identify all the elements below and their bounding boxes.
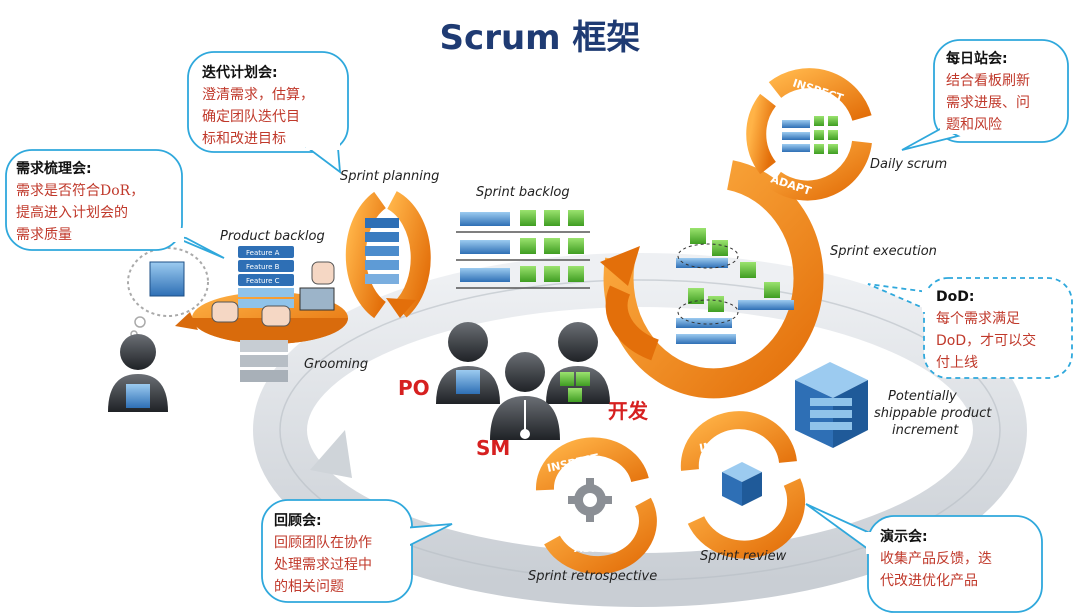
grooming-label: Grooming	[304, 357, 368, 372]
sprint-planning-callout-body: 澄清需求，估算， 确定团队迭代目 标和改进目标	[202, 87, 314, 147]
daily-scrum-label: Daily scrum	[870, 157, 947, 172]
callout-shapes	[5, 39, 1073, 613]
dod-callout-heading: DoD:	[936, 289, 975, 305]
sprint-review-label: Sprint review	[700, 549, 787, 564]
po-person-icon	[448, 322, 488, 362]
dev-person-icon	[558, 322, 598, 362]
grooming-callout: 需求梳理会: 需求是否符合DoR， 提高进入计划会的 需求质量	[16, 158, 182, 246]
dod-callout: DoD: 每个需求满足 DoD，才可以交 付上线	[936, 286, 1068, 374]
daily-scrum-callout-body: 结合看板刷新 需求进展、问 题和风险	[946, 73, 1030, 133]
sprint-planning-callout: 迭代计划会: 澄清需求，估算， 确定团队迭代目 标和改进目标	[202, 62, 344, 150]
product-backlog-label: Product backlog	[220, 229, 325, 244]
grooming-callout-body: 需求是否符合DoR， 提高进入计划会的 需求质量	[16, 183, 145, 243]
sprint-backlog-grid	[456, 210, 590, 289]
sprint-planning-icon	[345, 191, 431, 319]
dev-role-label: 开发	[608, 399, 649, 423]
retrospective-callout-heading: 回顾会:	[274, 513, 322, 529]
grooming-callout-heading: 需求梳理会:	[16, 161, 92, 177]
daily-scrum-callout-heading: 每日站会:	[946, 51, 1008, 67]
sprint-retrospective-cycle: INSPECT ADAPT	[535, 437, 657, 575]
daily-scrum-callout: 每日站会: 结合看板刷新 需求进展、问 题和风险	[946, 48, 1064, 136]
retro-adapt-tag: ADAPT	[574, 542, 616, 555]
retrospective-callout: 回顾会: 回顾团队在协作 处理需求过程中 的相关问题	[274, 510, 410, 598]
ring-arrow-icon	[310, 430, 352, 478]
sm-role-label: SM	[476, 436, 510, 460]
review-callout-heading: 演示会:	[880, 529, 928, 545]
increment-label-line-2: shippable product	[874, 406, 992, 421]
sprint-backlog-label: Sprint backlog	[476, 185, 570, 200]
increment-label-line-1: Potentially	[888, 389, 957, 404]
sm-person-icon	[505, 352, 545, 392]
increment-label-line-3: increment	[892, 423, 959, 438]
page-title: Scrum 框架	[439, 18, 641, 58]
feature-c-label: Feature C	[246, 277, 280, 285]
thought-bubble	[127, 247, 209, 338]
review-callout-body: 收集产品反馈，迭 代改进优化产品	[880, 551, 992, 589]
feature-b-label: Feature B	[246, 263, 280, 271]
customer-person-icon	[108, 334, 168, 412]
po-role-label: PO	[398, 376, 430, 400]
sprint-execution-label: Sprint execution	[830, 244, 937, 259]
daily-scrum-cycle: INSPECT ADAPT	[746, 68, 872, 201]
sprint-cycle-ring	[253, 253, 1027, 607]
product-backlog-stack: Feature A Feature B Feature C	[211, 246, 335, 327]
sprint-review-cycle: INSPECT ADAPT	[680, 411, 806, 559]
sprint-execution-cycle	[600, 160, 824, 399]
retrospective-callout-body: 回顾团队在协作 处理需求过程中 的相关问题	[274, 535, 372, 595]
team-people	[436, 322, 610, 440]
review-callout: 演示会: 收集产品反馈，迭 代改进优化产品	[880, 526, 1040, 592]
sprint-retrospective-label: Sprint retrospective	[528, 569, 657, 584]
sprint-planning-label: Sprint planning	[340, 169, 439, 184]
review-adapt-tag: ADAPT	[720, 520, 762, 533]
grooming-arrow-icon	[175, 312, 198, 330]
sprint-planning-callout-heading: 迭代计划会:	[202, 65, 278, 81]
feature-a-label: Feature A	[246, 249, 280, 257]
dod-callout-body: 每个需求满足 DoD，才可以交 付上线	[936, 311, 1037, 371]
increment-cube-icon	[795, 362, 868, 448]
